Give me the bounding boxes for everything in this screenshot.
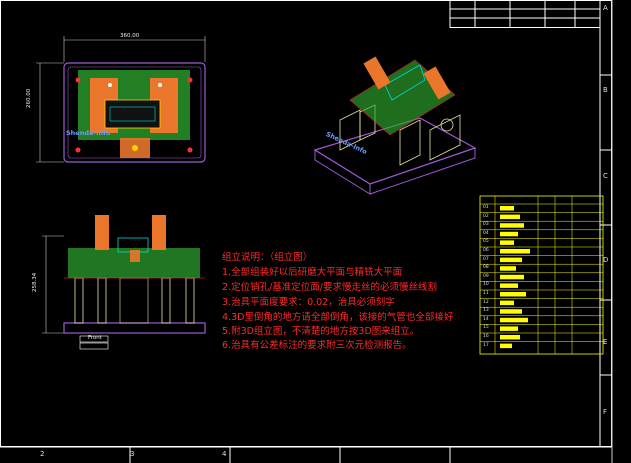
bom-row-number: 08: [483, 265, 489, 271]
bom-cell-fill: [500, 231, 518, 237]
bom-row: 09: [481, 273, 603, 281]
bom-row-number: 17: [483, 342, 489, 348]
bom-row-number: 06: [483, 248, 489, 253]
bom-row: 17: [481, 342, 603, 350]
note-line: 1.全部组装好以后研磨大平面与精铣大平面: [222, 267, 403, 278]
bom-cell-fill: [500, 266, 516, 271]
bom-row-number: 04: [483, 230, 489, 236]
bom-row: 07: [481, 256, 603, 264]
zone-letter: A: [603, 4, 608, 12]
bom-row: 06: [481, 247, 603, 255]
brand-engraving: Shenda-Info: [66, 129, 111, 137]
bom-cell-fill: [500, 300, 514, 306]
front-view: [42, 215, 206, 350]
zone-letter: F: [603, 408, 608, 416]
bom-cell-fill: [500, 317, 528, 323]
bom-row: 15: [481, 324, 603, 332]
iso-view: [313, 56, 477, 195]
top-view: [36, 36, 206, 163]
bom-row-number: 02: [483, 213, 489, 219]
bom-cell-fill: [500, 274, 524, 280]
bom-row-number: 01: [483, 205, 489, 210]
note-line: 5.附3D组立图，不清楚的地方按3D图来组立。: [222, 326, 420, 337]
bom-table: [479, 195, 604, 355]
bom-row-number: 16: [483, 334, 489, 339]
bom-row: 16: [481, 333, 603, 341]
bom-cell-fill: [500, 309, 522, 314]
dim-front-height: 258.34: [32, 272, 38, 292]
bom-row-number: 12: [483, 299, 489, 305]
note-line: 4.3D里倒角的地方请全部倒角，该接的气管也全部接好: [222, 312, 454, 323]
bom-cell-fill: [500, 206, 514, 211]
bom-cell-fill: [500, 343, 512, 349]
zone-number: 2: [40, 450, 45, 458]
bom-row: 05: [481, 238, 603, 246]
zone-letter: B: [603, 86, 608, 94]
notes-title: 组立说明：（组立图）: [222, 252, 313, 263]
bom-cell-fill: [500, 257, 522, 263]
bom-row-number: 10: [483, 282, 489, 288]
bom-row-number: 15: [483, 325, 489, 331]
bom-row-number: 05: [483, 239, 489, 245]
bom-row-number: 14: [483, 316, 489, 322]
zone-number: 3: [130, 450, 135, 458]
bom-row: 04: [481, 230, 603, 238]
drawing-frame: [0, 0, 613, 463]
zone-number: 4: [222, 450, 227, 458]
bom-row-number: 13: [483, 308, 489, 314]
bom-cell-fill: [500, 214, 520, 220]
bom-row: 13: [481, 307, 603, 315]
bom-cell-fill: [500, 292, 526, 297]
bom-row-number: 09: [483, 273, 489, 279]
bom-row: 12: [481, 299, 603, 307]
front-label: Front: [88, 335, 102, 341]
dim-top-height: 260.00: [26, 88, 32, 108]
zone-letter: D: [603, 256, 609, 264]
bom-cell-fill: [500, 326, 518, 331]
note-line: 6.治具有公差标注的要求附三次元检测报告。: [222, 340, 412, 351]
bom-row: 11: [481, 290, 603, 298]
dim-top-width: 360.00: [120, 33, 140, 39]
note-line: 2.定位销孔/基准定位面/要求慢走丝的必须慢丝线割: [222, 282, 437, 293]
bom-cell-fill: [500, 283, 518, 288]
bom-cell-fill: [500, 335, 520, 340]
bom-cell-fill: [500, 223, 524, 228]
bom-row: 14: [481, 316, 603, 324]
bom-row: 10: [481, 281, 603, 289]
zone-letter: C: [603, 172, 608, 180]
bom-row: 01: [481, 204, 603, 212]
bom-row-number: 11: [483, 291, 489, 296]
bom-row-number: 07: [483, 256, 489, 262]
bom-row: 08: [481, 264, 603, 272]
note-line: 3.治具平面度要求：0.02，治具必须刻字: [222, 297, 395, 308]
zone-letter: E: [603, 338, 608, 346]
bom-row: 03: [481, 221, 603, 229]
bom-cell-fill: [500, 249, 530, 254]
bom-cell-fill: [500, 240, 514, 245]
bom-row-number: 03: [483, 222, 489, 228]
bom-row: 02: [481, 213, 603, 221]
